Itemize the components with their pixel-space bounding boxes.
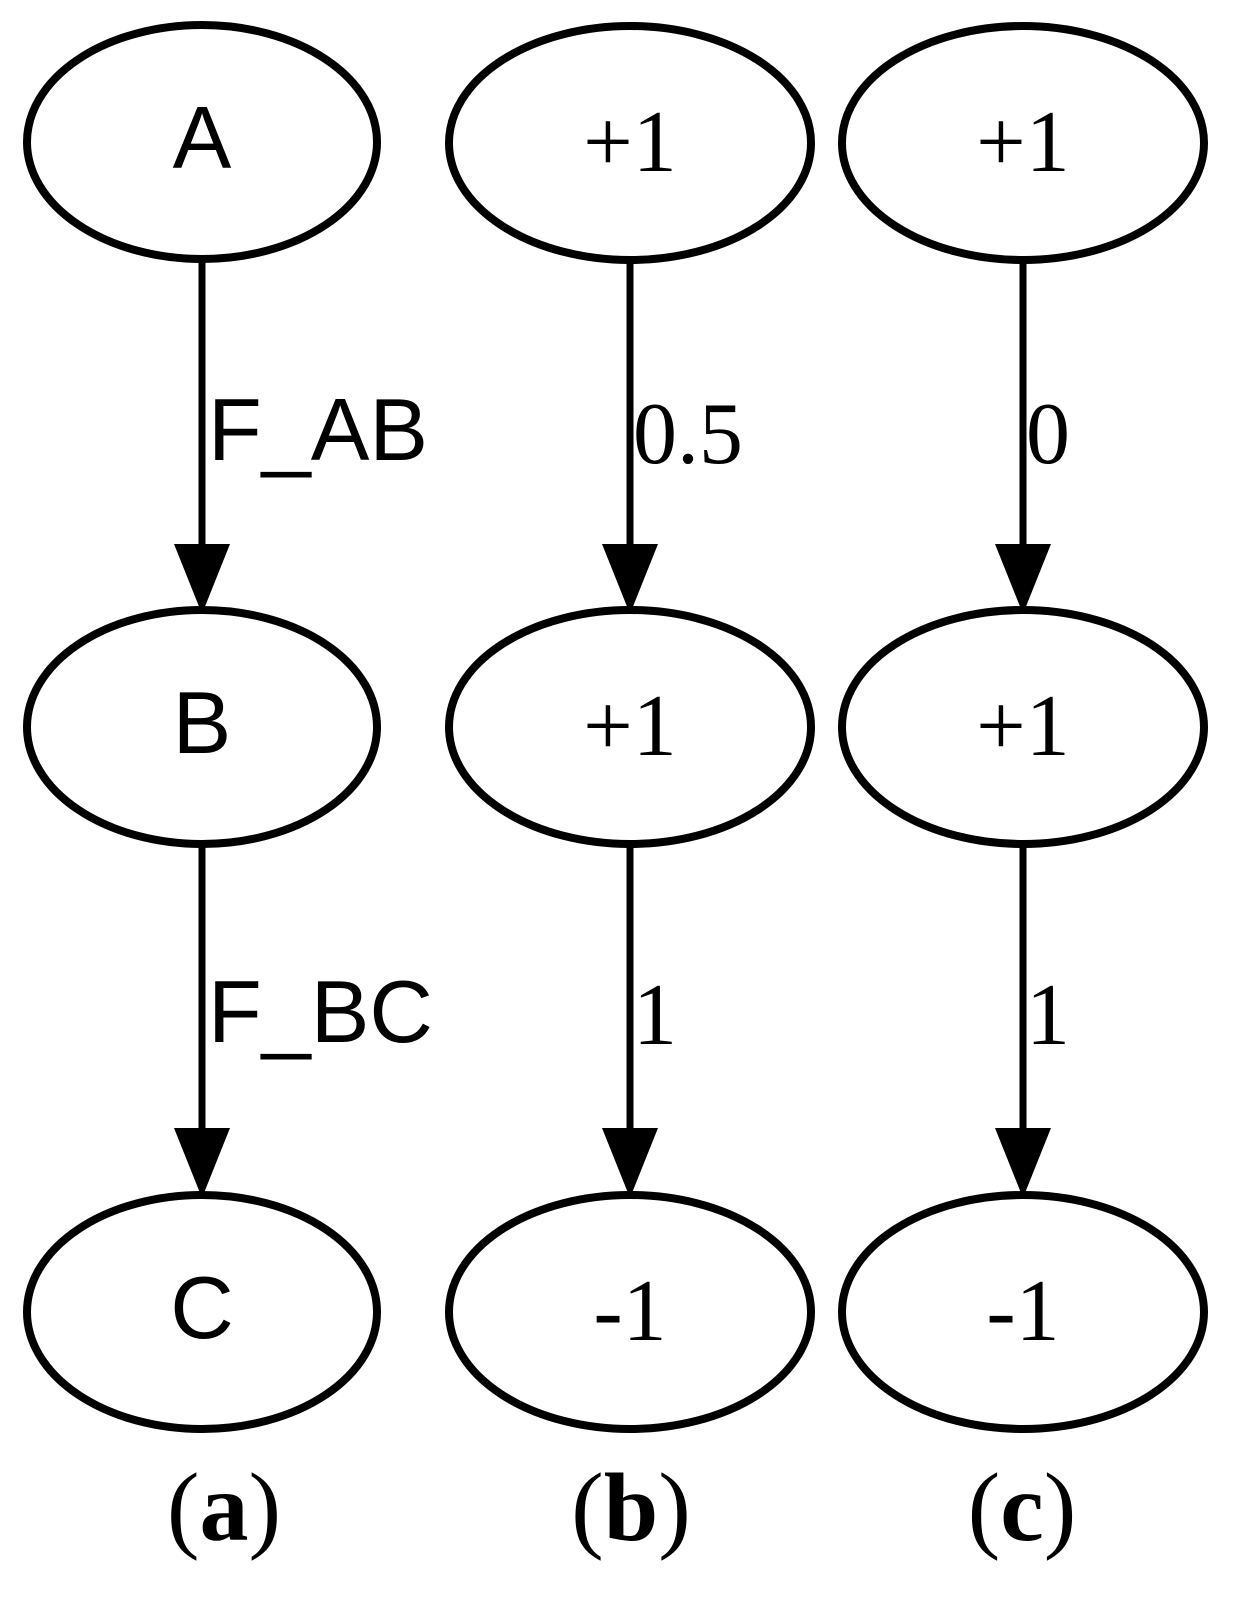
node-minus1-ellipse [445, 1191, 815, 1433]
node-c-label: C [170, 1258, 234, 1357]
diagram-c: +1 0 +1 1 -1 (c) [838, 22, 1208, 1562]
diagram-b: +1 0.5 +1 1 -1 (b) [445, 22, 815, 1562]
caption-b: (b) [571, 1454, 691, 1562]
edge-c1-arrowhead-icon [995, 544, 1051, 614]
node-minus1-label: -1 [986, 1263, 1059, 1360]
caption-b-letter: b [604, 1454, 659, 1562]
caption-a-open-paren: ( [167, 1454, 200, 1562]
edge-a2-arrowhead-icon [174, 1128, 230, 1198]
edge-b1-label: 0.5 [633, 386, 743, 483]
caption-b-close-paren: ) [658, 1454, 691, 1562]
edge-a2-label: F_BC [208, 962, 433, 1061]
node-minus1-ellipse [838, 1191, 1208, 1433]
caption-c-close-paren: ) [1044, 1454, 1077, 1562]
edge-a1-label: F_AB [208, 380, 428, 479]
edge-b1-arrowhead-icon [602, 544, 658, 614]
caption-b-open-paren: ( [571, 1454, 604, 1562]
edge-a1-arrowhead-icon [174, 544, 230, 614]
caption-c-letter: c [1000, 1454, 1044, 1562]
edge-c2-arrowhead-icon [995, 1128, 1051, 1198]
edge-c2-label: 1 [1026, 967, 1070, 1064]
edge-c1-label: 0 [1026, 386, 1070, 483]
node-a-label: A [173, 88, 232, 187]
edge-b2-label: 1 [633, 967, 677, 1064]
diagram-a: A F_AB B F_BC C (a) [23, 21, 433, 1562]
node-plus1-top-label: +1 [976, 94, 1070, 191]
node-plus1-mid-label: +1 [976, 678, 1070, 775]
caption-a: (a) [167, 1454, 281, 1562]
node-minus1-label: -1 [593, 1263, 666, 1360]
node-b-label: B [173, 673, 232, 772]
node-plus1-mid-label: +1 [583, 678, 677, 775]
caption-a-letter: a [200, 1454, 249, 1562]
caption-a-close-paren: ) [249, 1454, 282, 1562]
caption-c-open-paren: ( [968, 1454, 1001, 1562]
node-plus1-top-label: +1 [583, 94, 677, 191]
node-c-ellipse [23, 1191, 381, 1433]
edge-b2-arrowhead-icon [602, 1128, 658, 1198]
caption-c: (c) [968, 1454, 1077, 1562]
